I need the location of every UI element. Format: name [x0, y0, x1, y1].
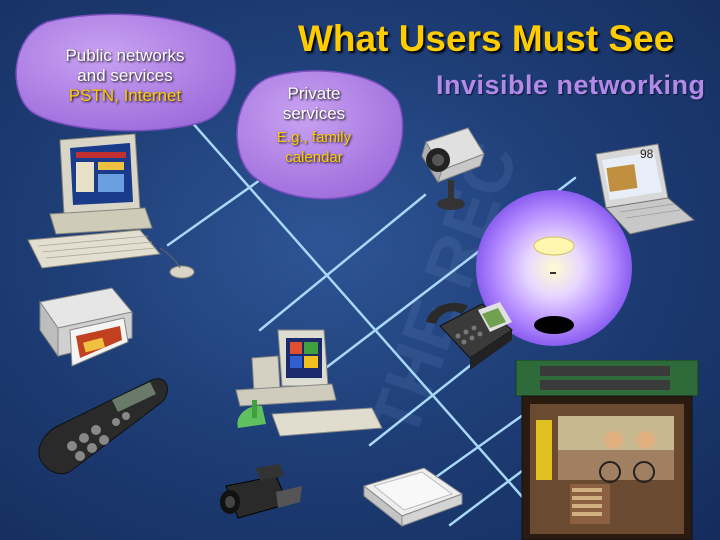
phone-icon — [426, 302, 513, 370]
network-hub-sphere-icon — [476, 190, 632, 346]
laptop-icon — [595, 143, 696, 235]
private-line-2: services — [282, 104, 346, 123]
network-branch-line — [448, 463, 532, 527]
television-icon — [515, 360, 699, 540]
public-line-3: PSTN, Internet — [68, 86, 182, 105]
slide-title: What Users Must See — [298, 18, 675, 59]
laptop-screen-number: 98 — [640, 147, 654, 161]
camcorder-icon — [220, 464, 302, 519]
remote-control-icon — [38, 378, 168, 475]
slide-subtitle: Invisible networking — [436, 70, 706, 100]
web-camera-icon — [421, 127, 485, 210]
private-services-bubble — [236, 70, 404, 200]
scanner-icon — [362, 467, 464, 528]
private-services-text: Private services E.g., family calendar — [244, 84, 384, 168]
private-line-4: calendar — [285, 149, 343, 166]
desktop-computer-icon — [27, 133, 195, 279]
public-networks-text: Public networks and services PSTN, Inter… — [40, 46, 210, 106]
private-line-1: Private — [287, 84, 341, 103]
public-networks-bubble — [15, 13, 237, 132]
public-line-1: Public networks — [65, 46, 185, 65]
private-line-3: E.g., family — [276, 129, 352, 146]
personal-computer-icon — [235, 329, 383, 437]
network-branch-line — [258, 193, 427, 332]
printer-icon — [39, 287, 133, 367]
main-network-line — [188, 118, 527, 502]
public-line-2: and services — [77, 66, 173, 85]
